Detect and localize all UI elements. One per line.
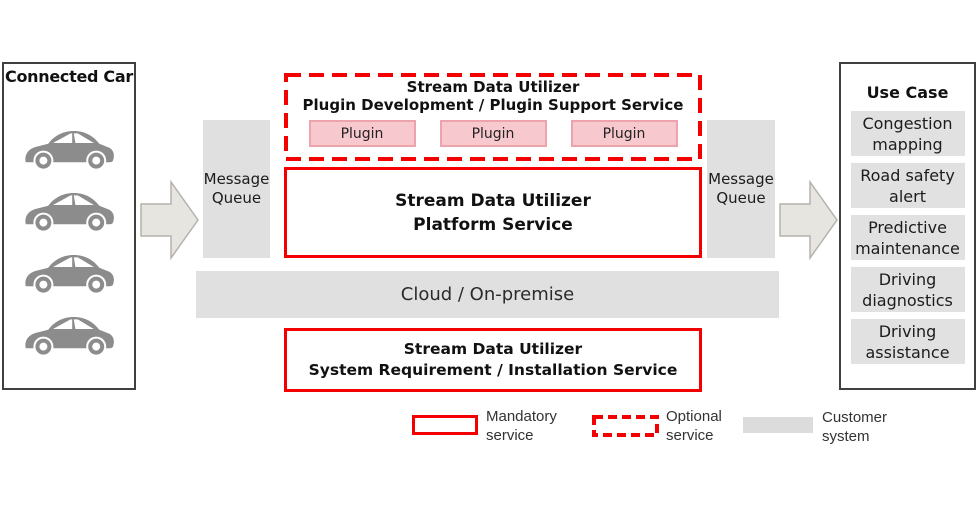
legend-customer-swatch bbox=[743, 417, 813, 433]
platform-service-title-line2: Platform Service bbox=[413, 214, 573, 235]
plugin-service-box: Stream Data Utilizer Plugin Development … bbox=[284, 73, 702, 161]
message-queue-left: Message Queue bbox=[203, 120, 270, 258]
platform-service-box: Stream Data Utilizer Platform Service bbox=[284, 167, 702, 258]
connected-car-box: Connected Car bbox=[2, 62, 136, 390]
car-icon bbox=[25, 255, 114, 295]
legend-optional-label: Optional service bbox=[666, 408, 722, 444]
use-case-list: Congestion mapping Road safety alert Pre… bbox=[841, 111, 974, 364]
plugin-box: Plugin bbox=[570, 120, 678, 147]
legend-mandatory-swatch bbox=[412, 415, 478, 435]
use-case-item: Predictive maintenance bbox=[850, 215, 965, 260]
plugin-service-title-line1: Stream Data Utilizer bbox=[406, 78, 580, 96]
flow-arrow-left-icon bbox=[140, 179, 199, 261]
use-case-item: Driving diagnostics bbox=[850, 267, 965, 312]
plugin-box: Plugin bbox=[308, 120, 416, 147]
car-icon bbox=[25, 131, 114, 171]
message-queue-left-label: Message Queue bbox=[203, 170, 270, 207]
flow-arrow-right-icon bbox=[779, 179, 838, 261]
car-list bbox=[4, 122, 134, 358]
car-icon bbox=[25, 317, 114, 357]
system-requirement-box: Stream Data Utilizer System Requirement … bbox=[284, 328, 702, 392]
use-case-item: Driving assistance bbox=[850, 319, 965, 364]
platform-service-title-line1: Stream Data Utilizer bbox=[395, 190, 591, 211]
car-icon bbox=[25, 193, 114, 233]
legend-optional-swatch bbox=[592, 415, 659, 437]
legend-customer-label: Customer system bbox=[822, 409, 888, 445]
use-case-box: Use Case Congestion mapping Road safety … bbox=[839, 62, 976, 390]
connected-car-title: Connected Car bbox=[5, 67, 133, 86]
message-queue-right: Message Queue bbox=[707, 120, 775, 258]
cloud-on-premise-bar: Cloud / On-premise bbox=[196, 271, 779, 318]
plugin-box: Plugin bbox=[439, 120, 547, 147]
cloud-on-premise-label: Cloud / On-premise bbox=[400, 284, 575, 305]
plugin-service-title-line2: Plugin Development / Plugin Support Serv… bbox=[302, 96, 684, 114]
plugin-row: Plugin Plugin Plugin bbox=[284, 120, 702, 147]
use-case-title: Use Case bbox=[866, 83, 949, 102]
use-case-item: Congestion mapping bbox=[850, 111, 965, 156]
message-queue-right-label: Message Queue bbox=[708, 170, 774, 207]
legend-mandatory-label: Mandatory service bbox=[486, 408, 557, 444]
system-requirement-title-line2: System Requirement / Installation Servic… bbox=[308, 361, 678, 379]
use-case-item: Road safety alert bbox=[850, 163, 965, 208]
dashed-border bbox=[284, 73, 702, 161]
system-requirement-title-line1: Stream Data Utilizer bbox=[403, 340, 583, 358]
